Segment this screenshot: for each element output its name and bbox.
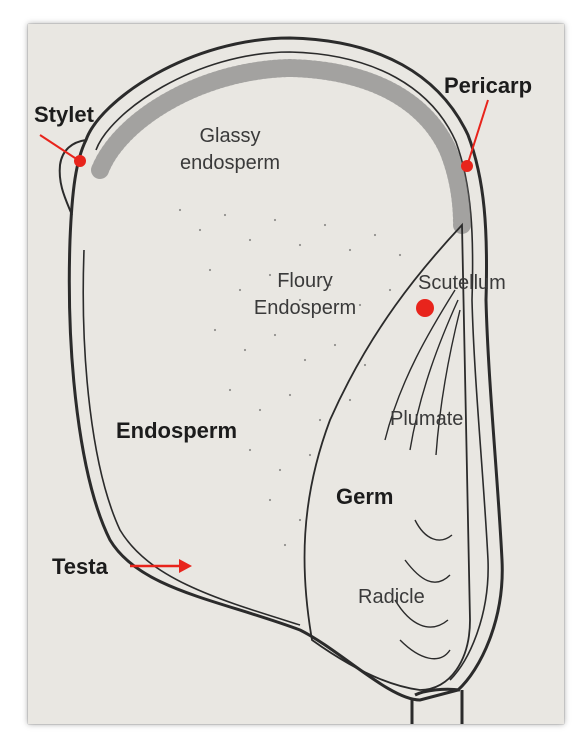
- scutellum-dot: [416, 299, 434, 317]
- label-stylet: Stylet: [34, 102, 94, 128]
- label-endosperm: Endosperm: [116, 418, 237, 444]
- label-scutellum: Scutellum: [418, 272, 506, 295]
- label-radicle: Radicle: [358, 586, 425, 609]
- label-glassy-endosperm: Glassy endosperm: [160, 125, 300, 175]
- label-glassy-line1: Glassy: [160, 125, 300, 148]
- label-plumate: Plumate: [390, 408, 463, 431]
- stylet-pointer-line: [40, 135, 78, 160]
- testa-pointer-arrowhead: [179, 559, 192, 573]
- label-glassy-line2: endosperm: [160, 152, 300, 175]
- pericarp-dot: [461, 160, 473, 172]
- label-floury-line1: Floury: [230, 270, 380, 293]
- label-germ: Germ: [336, 484, 393, 510]
- pericarp-pointer-line: [468, 100, 488, 163]
- label-floury-endosperm: Floury Endosperm: [230, 270, 380, 320]
- label-pericarp: Pericarp: [444, 73, 532, 99]
- stylet-dot: [74, 155, 86, 167]
- label-floury-line2: Endosperm: [230, 297, 380, 320]
- label-testa: Testa: [52, 554, 108, 580]
